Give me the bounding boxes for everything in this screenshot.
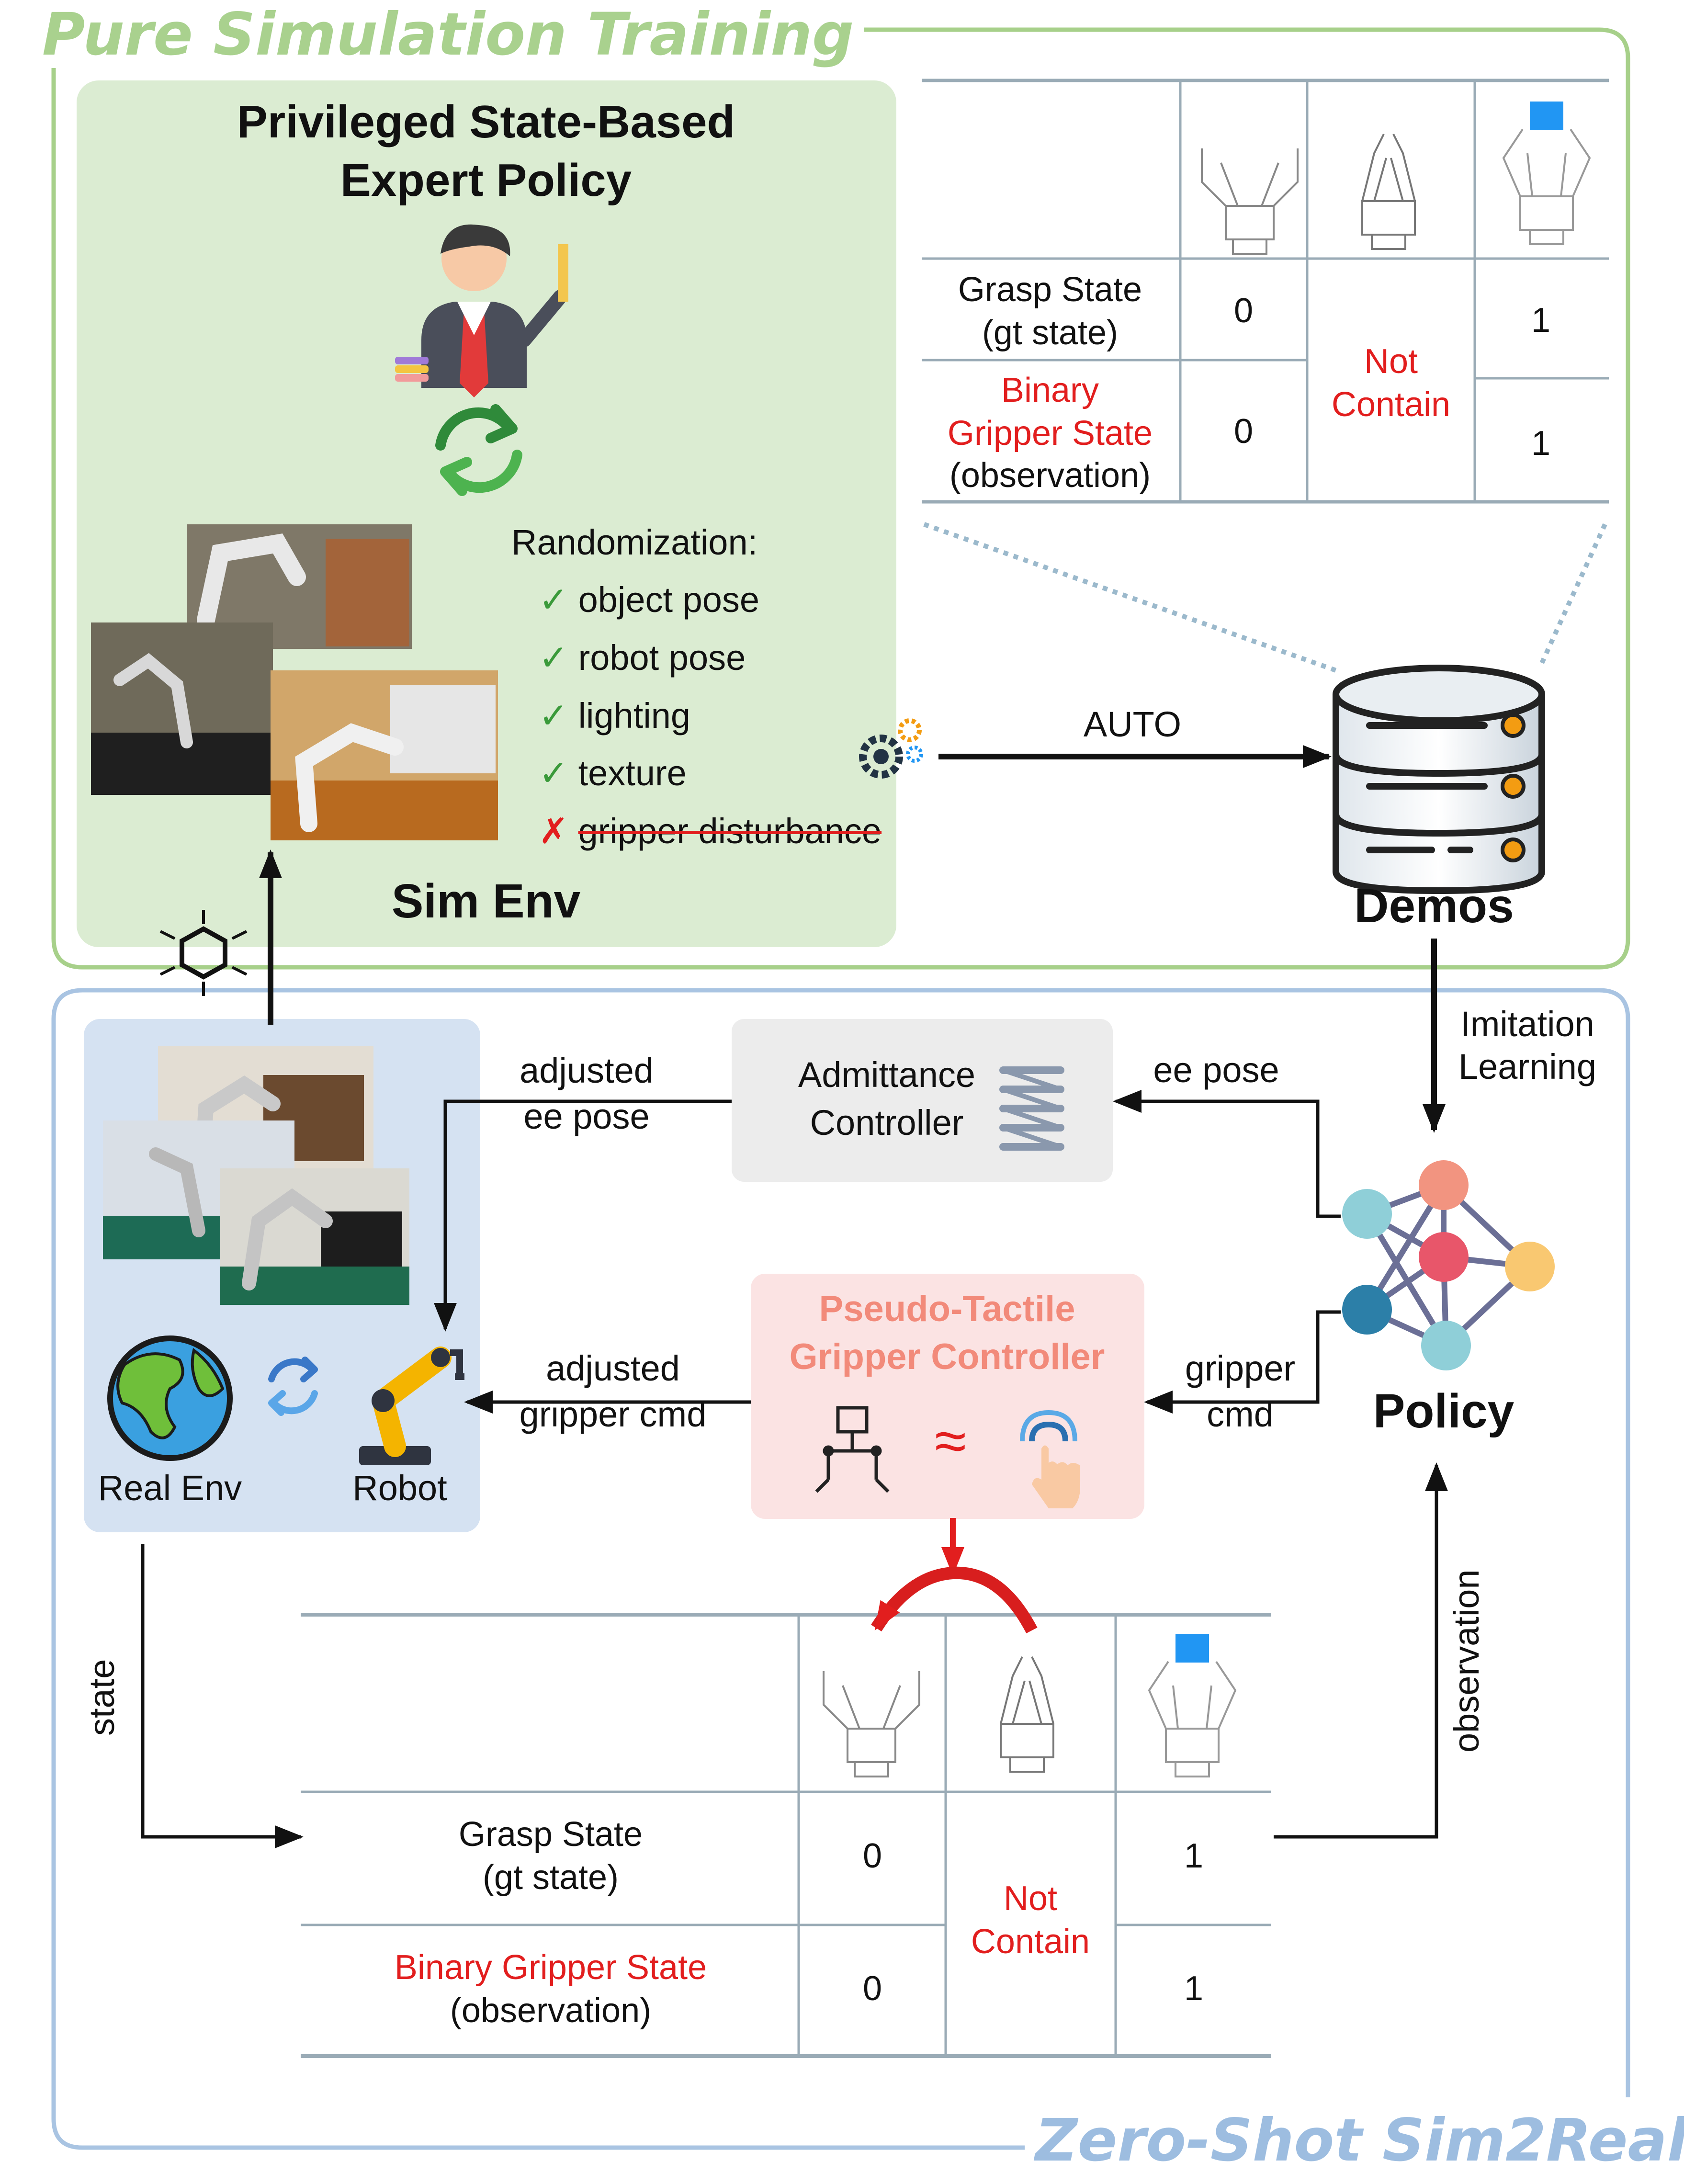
check-icon: ✓ <box>539 753 569 793</box>
ee-pose-arrow <box>1113 1090 1341 1218</box>
demos-label: Demos <box>1354 879 1514 933</box>
adjusted-ee-pose-label: adjusted ee pose <box>520 1051 654 1137</box>
policy-network-icon <box>1342 1160 1555 1370</box>
state-arrow <box>141 1544 304 1848</box>
top-table-grasp-value-open: 0 <box>1233 292 1254 330</box>
expert-title-line2: Expert Policy <box>340 155 632 206</box>
bottom-section-frame <box>51 988 1630 2150</box>
refresh-icon <box>435 404 522 496</box>
sim-env-label: Sim Env <box>391 874 581 928</box>
database-icon <box>1333 665 1545 894</box>
top-table-grasp-state-label: Grasp State (gt state) <box>958 271 1142 352</box>
state-label: state <box>82 1659 122 1736</box>
check-icon: ✓ <box>539 580 569 620</box>
bottom-table-grasp-state-label: Grasp State (gt state) <box>458 1815 643 1897</box>
pseudo-tactile-title-line2: Gripper Controller <box>789 1336 1105 1377</box>
bottom-table-lines <box>301 1613 1271 2058</box>
check-icon: ✓ <box>539 638 569 678</box>
admittance-box <box>732 1019 1113 1182</box>
ee-pose-label: ee pose <box>1153 1050 1279 1090</box>
dotted-connector-right <box>1539 523 1607 665</box>
gripper-open-icon-top <box>1201 148 1299 255</box>
policy-label: Policy <box>1373 1384 1514 1438</box>
robot-arm-icon <box>359 1347 464 1465</box>
sim-photo-1 <box>187 524 412 649</box>
gripper-cmd-label: gripper cmd <box>1185 1348 1296 1435</box>
robot-label: Robot <box>352 1468 447 1508</box>
bottom-table-not-contain: Not Contain <box>971 1879 1090 1961</box>
randomization-heading: Randomization: <box>511 522 758 562</box>
admittance-title-line2: Controller <box>810 1103 964 1143</box>
dotted-connector-left <box>923 522 1337 673</box>
gripper-line-icon <box>815 1406 890 1493</box>
bottom-table-binary-value-open: 0 <box>862 1969 882 2008</box>
teacher-icon <box>395 224 568 397</box>
top-table-grasp-value-grasp: 1 <box>1531 301 1551 339</box>
gripper-open-icon-bottom <box>823 1671 920 1777</box>
bottom-table-grasp-value-open: 0 <box>862 1837 882 1875</box>
randomization-item: ✗ gripper disturbance <box>539 811 882 851</box>
observation-arrow <box>1274 1462 1448 1839</box>
randomization-item: ✓ robot pose <box>539 638 746 678</box>
bottom-table-binary-gripper-label: Binary Gripper State <box>394 1948 707 1987</box>
imitation-learning-label: Imitation Learning <box>1458 1004 1597 1086</box>
red-curved-arrow <box>871 1566 1038 1634</box>
gripper-grasp-icon-top <box>1502 102 1591 245</box>
randomization-item: ✓ object pose <box>539 580 760 620</box>
bottom-section-title: Zero-Shot Sim2Real <box>1029 2107 1684 2174</box>
top-table-binary-gripper-label: Binary Gripper State <box>947 371 1153 453</box>
sync-arrows-icon <box>268 1357 318 1416</box>
randomization-item: ✓ texture <box>539 753 687 793</box>
sim-photo-2 <box>91 622 273 795</box>
gear-icon <box>859 718 923 779</box>
bottom-table-binary-value-grasp: 1 <box>1184 1969 1204 2008</box>
top-table-binary-value-open: 0 <box>1233 412 1254 451</box>
cross-icon: ✗ <box>539 811 569 851</box>
tactile-hand-icon <box>1020 1410 1080 1508</box>
auto-label: AUTO <box>1083 704 1182 744</box>
sim-photo-3 <box>271 670 498 840</box>
gripper-closed-icon-bottom <box>1000 1656 1054 1773</box>
top-table-observation-label: (observation) <box>949 456 1151 495</box>
observation-label: observation <box>1447 1569 1486 1753</box>
spring-icon <box>999 1066 1064 1151</box>
adjusted-gripper-cmd-label: adjusted gripper cmd <box>519 1348 707 1435</box>
pseudo-tactile-title-line1: Pseudo-Tactile <box>819 1289 1075 1329</box>
top-section-title: Pure Simulation Training <box>42 1 865 68</box>
top-table-not-contain: Not Contain <box>1331 342 1451 424</box>
gripper-closed-icon-top <box>1361 134 1416 250</box>
real-env-label: Real Env <box>98 1468 242 1508</box>
approx-symbol: ≈ <box>935 1409 966 1473</box>
expert-title-line1: Privileged State-Based <box>237 96 735 147</box>
adjusted-ee-pose-arrow <box>434 1099 732 1332</box>
earth-icon <box>107 1335 233 1461</box>
bottom-table-observation-label: (observation) <box>450 1992 652 2030</box>
check-icon: ✓ <box>539 696 569 736</box>
top-table-binary-value-grasp: 1 <box>1531 424 1551 463</box>
cube-move-icon <box>159 910 248 996</box>
bottom-table-grasp-value-grasp: 1 <box>1184 1837 1204 1875</box>
admittance-title-line1: Admittance <box>798 1055 976 1095</box>
gripper-grasp-icon-bottom <box>1148 1634 1237 1777</box>
real-photo-3 <box>220 1168 409 1305</box>
gripper-cmd-arrow <box>1144 1310 1341 1414</box>
top-table-lines <box>922 79 1609 504</box>
randomization-item: ✓ lighting <box>539 696 691 736</box>
